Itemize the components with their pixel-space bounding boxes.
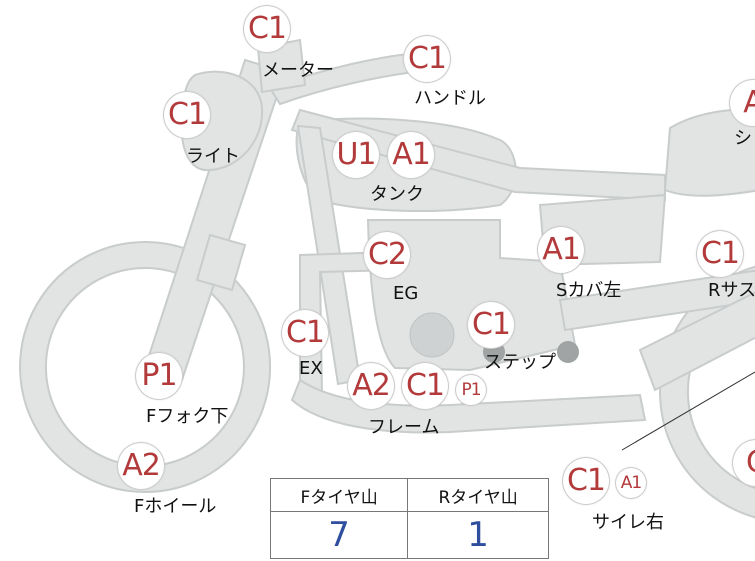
- leader-line: [621, 371, 755, 451]
- light-badge: C1: [164, 92, 210, 138]
- swingarm: [558, 269, 755, 332]
- handle-label: ハンドル: [414, 88, 486, 109]
- tire-tread-table: Fタイヤ山 Rタイヤ山 7 1: [269, 478, 549, 559]
- seat: [663, 108, 755, 197]
- f-fork-label: Fフォク下: [146, 406, 229, 427]
- f-wheel-badge: A2: [118, 443, 164, 489]
- f-fork-badge: P1: [136, 353, 182, 399]
- step-label: ステップ: [484, 352, 556, 373]
- eg-badge: C2: [364, 232, 410, 278]
- meter-badge: C1: [244, 6, 290, 52]
- ex-label: EX: [299, 358, 323, 379]
- rear-tire-value: 1: [407, 511, 549, 559]
- front-tire-value: 7: [269, 511, 409, 559]
- f-wheel-label: Fホイール: [134, 496, 217, 517]
- handle-badge: C1: [404, 36, 450, 82]
- s-cover-label: Sカバ左: [556, 280, 622, 301]
- r-sus-label: Rサス: [708, 280, 755, 301]
- light-label: ライト: [186, 146, 240, 167]
- engine-cover: [409, 312, 455, 358]
- frame-p-badge: P1: [456, 375, 486, 405]
- rear-top-label: シ: [734, 128, 752, 149]
- silencer-a-badge: A1: [616, 468, 646, 498]
- s-cover-badge: A1: [538, 227, 584, 273]
- tank-u-badge: U1: [333, 132, 379, 178]
- silencer-label: サイレ右: [592, 512, 664, 533]
- lower-frame: [290, 378, 647, 434]
- front-tire-header: Fタイヤ山: [269, 478, 409, 512]
- tank-label: タンク: [370, 184, 424, 205]
- frame-label: フレーム: [368, 417, 440, 438]
- r-sus-badge: C1: [697, 231, 743, 277]
- frame-c-badge: C1: [402, 363, 448, 409]
- rear-right-badge: C: [733, 440, 755, 486]
- eg-label: EG: [393, 283, 419, 304]
- tank-a-badge: A1: [388, 132, 434, 178]
- step-peg: [557, 341, 579, 363]
- front-fork-lower: [195, 233, 247, 292]
- meter-label: メーター: [262, 60, 334, 81]
- muffler: [638, 291, 755, 392]
- step-badge: C1: [468, 302, 514, 348]
- frame-a-badge: A2: [348, 363, 394, 409]
- rear-tire-header: Rタイヤ山: [407, 478, 549, 512]
- silencer-c-badge: C1: [563, 458, 609, 504]
- ex-badge: C1: [282, 310, 328, 356]
